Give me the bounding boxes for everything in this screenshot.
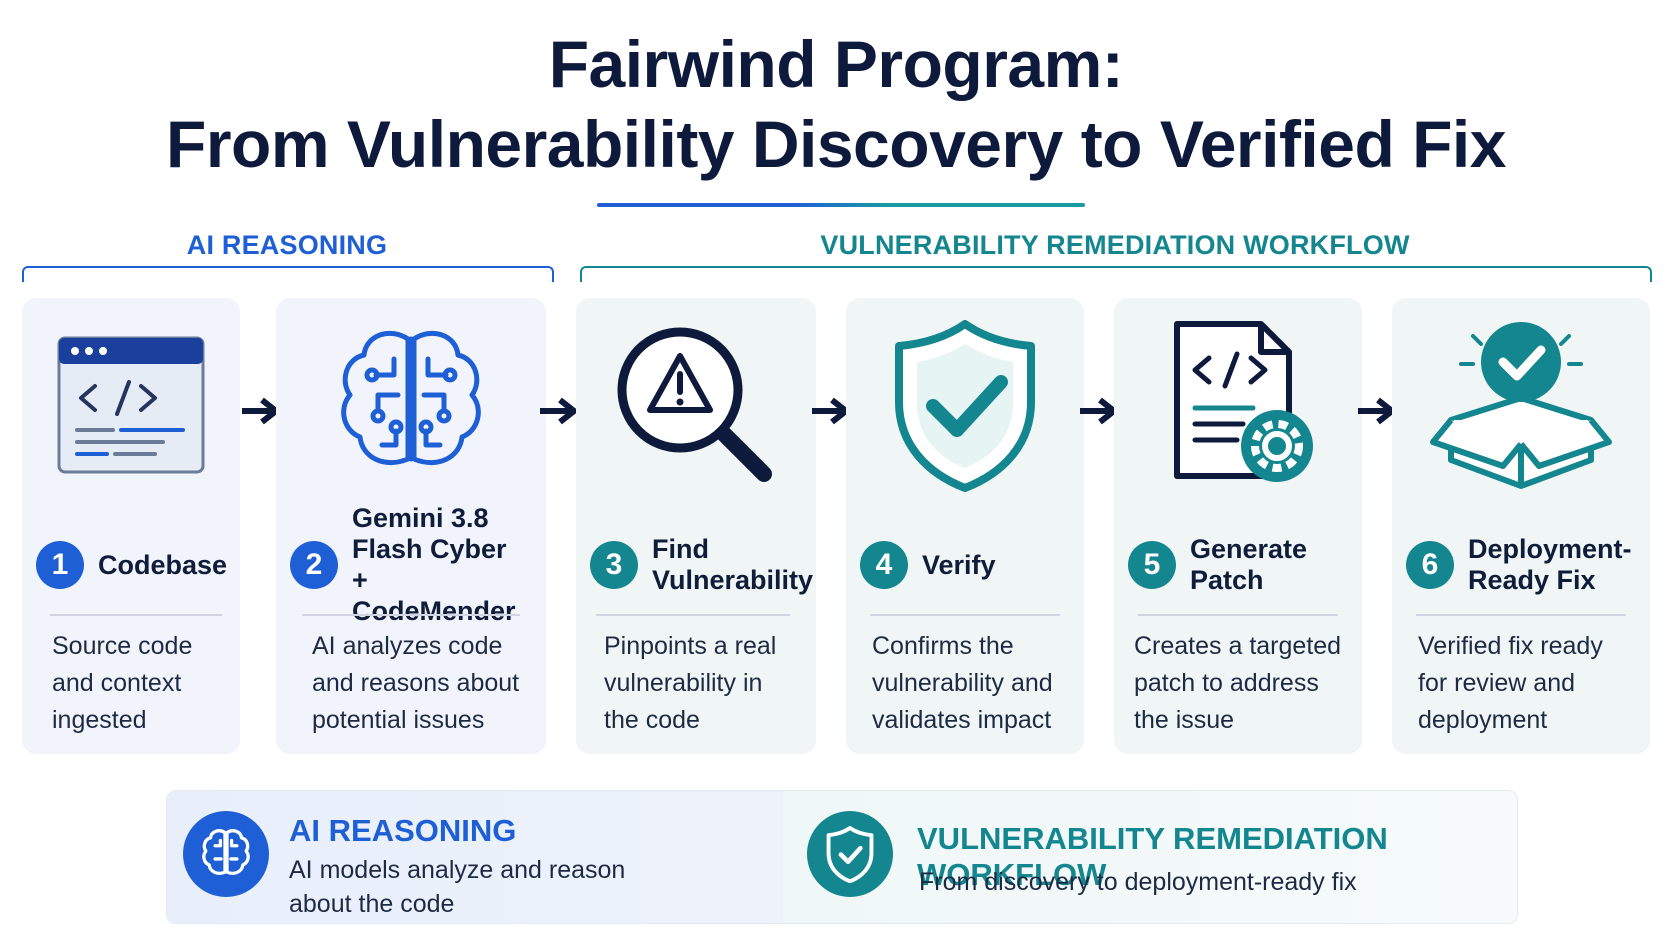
- step-title: Find Vulnerability: [652, 534, 814, 595]
- banner-subtitle: AI models analyze and reason about the c…: [289, 856, 626, 918]
- step-number-badge: 1: [36, 541, 84, 589]
- step-header: 4 Verify: [860, 510, 1074, 620]
- step-card-gemini-codemender: 2 Gemini 3.8 Flash Cyber + CodeMender AI…: [276, 298, 546, 754]
- step-number-badge: 4: [860, 541, 908, 589]
- group-label-remediation-workflow: VULNERABILITY REMEDIATION WORKFLOW: [820, 230, 1410, 260]
- step-title: Gemini 3.8 Flash Cyber + CodeMender: [352, 503, 516, 626]
- step-description: Verified fix ready for review and deploy…: [1418, 632, 1603, 734]
- step-title: Verify: [922, 549, 996, 580]
- banner-subtitle: From discovery to deployment-ready fix: [919, 868, 1357, 896]
- summary-banner: AI REASONING AI models analyze and reaso…: [166, 790, 1518, 924]
- shield-check-icon: [846, 314, 1084, 494]
- step-header: 2 Gemini 3.8 Flash Cyber + CodeMender: [290, 503, 536, 626]
- step-title: Codebase: [98, 549, 228, 580]
- step-description: Creates a targeted patch to address the …: [1134, 632, 1342, 734]
- card-divider: [1138, 614, 1338, 616]
- card-divider: [1416, 614, 1626, 616]
- card-divider: [302, 614, 520, 616]
- code-window-icon: [22, 314, 240, 494]
- step-card-find-vulnerability: 3 Find Vulnerability Pinpoints a real vu…: [576, 298, 816, 754]
- step-title: Generate Patch: [1190, 534, 1308, 595]
- banner-title: AI REASONING: [289, 813, 517, 848]
- step-description: Source code and context ingested: [52, 632, 193, 734]
- banner-ai-reasoning: AI REASONING AI models analyze and reaso…: [167, 791, 783, 923]
- step-header: 1 Codebase: [36, 510, 230, 620]
- step-description: Pinpoints a real vulnerability in the co…: [604, 632, 777, 734]
- magnifier-warning-icon: [576, 314, 816, 494]
- remediation-workflow-bracket: [580, 266, 1652, 282]
- box-check-icon: [1392, 314, 1650, 494]
- step-number-badge: 2: [290, 541, 338, 589]
- shield-check-icon: [807, 811, 893, 897]
- card-divider: [50, 614, 222, 616]
- card-divider: [596, 614, 790, 616]
- step-description: AI analyzes code and reasons about poten…: [312, 632, 520, 734]
- code-file-gear-icon: [1114, 314, 1362, 494]
- title-underline: [597, 203, 1085, 207]
- banner-remediation-workflow: VULNERABILITY REMEDIATION WORKFLOW From …: [783, 791, 1517, 923]
- card-divider: [870, 614, 1060, 616]
- step-card-generate-patch: 5 Generate Patch Creates a targeted patc…: [1114, 298, 1362, 754]
- step-card-deployment-ready-fix: 6 Deployment- Ready Fix Verified fix rea…: [1392, 298, 1650, 754]
- step-description: Confirms the vulnerability and validates…: [872, 632, 1053, 734]
- step-title: Deployment- Ready Fix: [1468, 534, 1632, 595]
- step-number-badge: 3: [590, 541, 638, 589]
- step-header: 6 Deployment- Ready Fix: [1406, 510, 1640, 620]
- banner-title: VULNERABILITY REMEDIATION WORKFLOW: [917, 821, 1388, 892]
- brain-circuit-icon: [276, 314, 546, 494]
- group-label-ai-reasoning: AI REASONING: [186, 230, 388, 260]
- page-title-line-2: From Vulnerability Discovery to Verified…: [166, 107, 1506, 181]
- step-number-badge: 6: [1406, 541, 1454, 589]
- arrow-right-icon: [540, 397, 577, 425]
- page-title-line-1: Fairwind Program:: [548, 27, 1124, 101]
- step-header: 3 Find Vulnerability: [590, 510, 813, 620]
- step-number-badge: 5: [1128, 541, 1176, 589]
- step-header: 5 Generate Patch: [1128, 510, 1352, 620]
- step-card-codebase: 1 Codebase Source code and context inges…: [22, 298, 240, 754]
- ai-reasoning-bracket: [22, 266, 554, 282]
- step-card-verify: 4 Verify Confirms the vulnerability and …: [846, 298, 1084, 754]
- brain-icon: [183, 811, 269, 897]
